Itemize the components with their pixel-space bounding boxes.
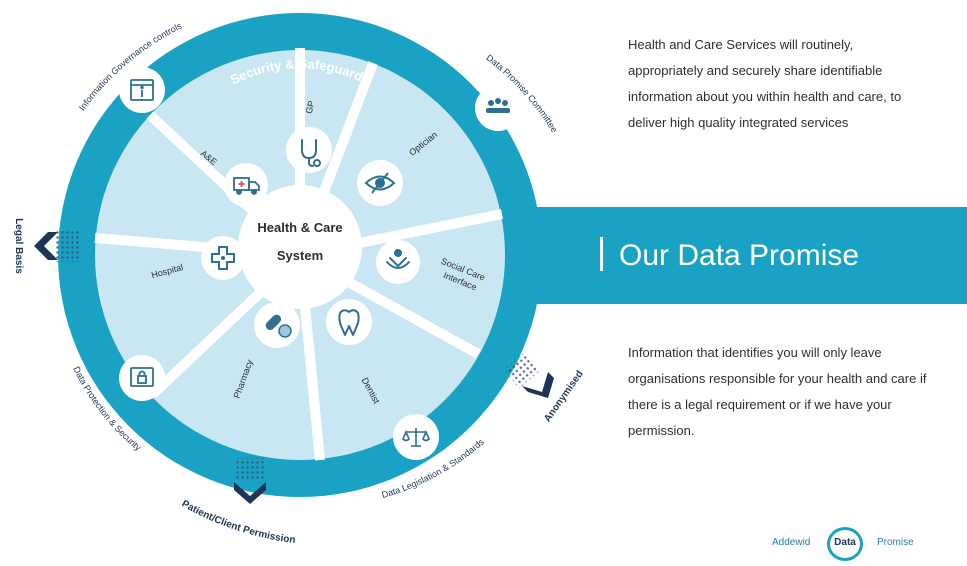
banner-title: Our Data Promise [600,226,859,286]
medical-cross-icon [211,246,235,270]
chevron-left-icon [34,232,58,260]
arrow-legal-basis: Legal Basis [13,218,79,274]
center-title-line2: System [277,248,323,263]
stethoscope-icon [301,139,321,167]
logo-left-word: Addewid [772,537,811,548]
pills-icon [265,314,292,338]
logo-right-word: Promise [877,537,914,548]
eye-icon [364,172,396,194]
chevron-down-right-icon [522,372,554,398]
people-group-icon [486,98,510,113]
arrow-label: Patient/Client Permission [180,498,296,546]
arrow-anonymised: Anonymised [503,351,586,424]
segment-gp: GP [286,100,332,173]
center-title-line1: Health & Care [257,220,342,235]
banner-title-text: Our Data Promise [619,239,860,272]
lock-screen-icon [130,367,154,387]
caring-hands-icon [386,249,410,269]
arrow-label: Legal Basis [13,218,24,274]
info-window-icon [130,79,154,101]
banner-divider [600,237,603,272]
logo-ring [827,527,863,561]
node-data-promise-committee: Data Promise Committee [475,53,560,134]
chevron-down-icon [234,482,266,504]
permission-paragraph: Information that identifies you will onl… [628,345,927,438]
scales-icon [402,428,430,447]
data-promise-diagram: Health & Care System Security & Safeguar… [13,13,586,546]
ambulance-icon [233,177,260,195]
logo-middle-word: Data [834,537,856,548]
intro-paragraph: Health and Care Services will routinely,… [628,37,902,130]
center-hub: Health & Care System [238,185,362,309]
segment-label: GP [304,100,317,115]
tooth-icon [338,309,360,336]
